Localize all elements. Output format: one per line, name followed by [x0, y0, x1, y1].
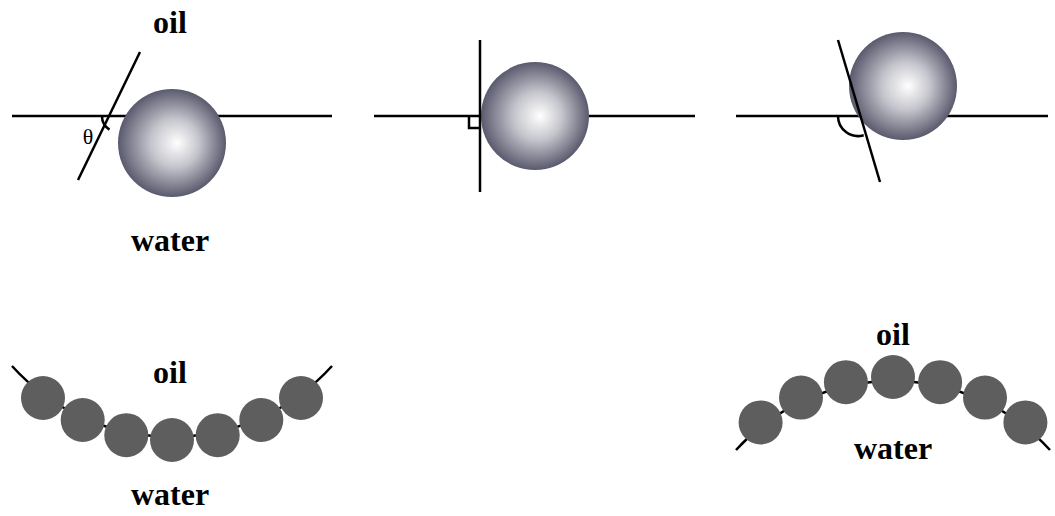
particle — [481, 62, 589, 170]
right-angle-mark — [469, 116, 480, 128]
phase-label: water — [131, 478, 209, 510]
particle — [849, 32, 957, 140]
panel-acute — [12, 52, 332, 197]
phase-label: water — [131, 224, 209, 256]
panel-right — [374, 40, 695, 192]
panel-obtuse — [736, 32, 1048, 182]
particle-row — [739, 355, 1048, 444]
phase-label: oil — [153, 356, 187, 388]
phase-label: water — [854, 432, 932, 464]
particle — [118, 89, 226, 197]
tangent-line — [78, 52, 140, 180]
phase-label: oil — [153, 6, 187, 38]
angle-symbol: θ — [83, 126, 94, 148]
angle-arc — [102, 116, 110, 130]
phase-label: oil — [876, 318, 910, 350]
tangent-line — [479, 40, 482, 192]
tangent-line — [838, 40, 880, 182]
angle-arc — [838, 116, 864, 136]
particle-row — [21, 376, 323, 462]
